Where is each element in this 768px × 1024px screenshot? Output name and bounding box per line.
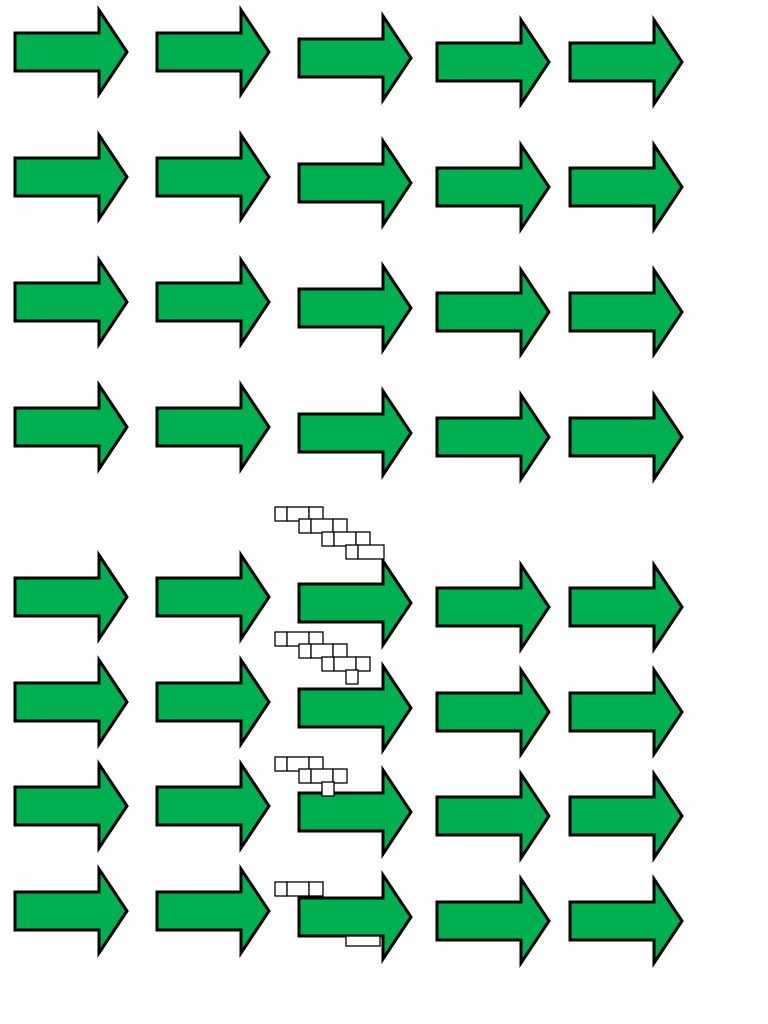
arrow-right-r5-c1	[13, 550, 129, 644]
arrow-right-r1-c4	[435, 15, 551, 109]
outlined-block	[355, 531, 371, 547]
outlined-block	[274, 881, 288, 897]
outlined-block	[274, 756, 288, 772]
outlined-block	[286, 881, 310, 897]
arrow-right-r5-c5	[568, 560, 684, 654]
arrow-right-r1-c1	[13, 5, 129, 99]
arrow-right-r8-c3	[297, 870, 413, 964]
block-staircase-row6	[274, 631, 371, 685]
outlined-block	[310, 768, 334, 784]
outlined-block	[333, 531, 357, 547]
arrow-right-r4-c3	[297, 386, 413, 480]
outlined-block	[274, 506, 288, 522]
arrow-right-r5-c3	[297, 556, 413, 650]
arrow-right-r7-c5	[568, 769, 684, 863]
arrow-right-r5-c4	[435, 560, 551, 654]
outlined-block	[298, 518, 312, 534]
outlined-block	[308, 881, 324, 897]
arrow-right-r4-c1	[13, 380, 129, 474]
arrow-right-r2-c1	[13, 130, 129, 224]
outlined-block	[345, 935, 381, 947]
arrow-right-r7-c1	[13, 759, 129, 853]
arrow-right-r7-c3	[297, 765, 413, 859]
arrow-right-r8-c2	[155, 864, 271, 958]
outlined-block	[298, 643, 312, 659]
arrow-right-r8-c4	[435, 874, 551, 968]
arrow-right-r2-c2	[155, 130, 271, 224]
arrow-right-r6-c4	[435, 665, 551, 759]
arrow-right-r2-c4	[435, 140, 551, 234]
arrow-right-r3-c4	[435, 265, 551, 359]
outlined-block	[321, 781, 335, 797]
arrow-right-r7-c2	[155, 759, 271, 853]
arrow-right-r3-c1	[13, 255, 129, 349]
outlined-block	[332, 518, 348, 534]
arrow-right-r7-c4	[435, 769, 551, 863]
arrow-right-r4-c5	[568, 390, 684, 484]
arrow-right-r8-c5	[568, 874, 684, 968]
outlined-block	[274, 631, 288, 647]
arrow-right-r4-c2	[155, 380, 271, 474]
arrow-right-r1-c3	[297, 11, 413, 105]
arrow-right-r2-c3	[297, 136, 413, 230]
arrow-right-r6-c1	[13, 655, 129, 749]
outlined-block	[332, 768, 348, 784]
arrow-right-r3-c5	[568, 265, 684, 359]
arrow-right-r3-c2	[155, 255, 271, 349]
arrow-right-r4-c4	[435, 390, 551, 484]
arrow-right-r6-c3	[297, 661, 413, 755]
outlined-block	[332, 643, 348, 659]
arrow-right-r2-c5	[568, 140, 684, 234]
arrow-right-r8-c1	[13, 864, 129, 958]
arrow-right-r1-c5	[568, 15, 684, 109]
outlined-block	[321, 656, 335, 672]
outlined-block	[355, 656, 371, 672]
arrow-right-r5-c2	[155, 550, 271, 644]
block-staircase-row7	[274, 756, 348, 797]
outlined-block	[357, 544, 385, 560]
arrow-right-r3-c3	[297, 261, 413, 355]
block-staircase-row8	[274, 881, 324, 897]
arrow-right-r1-c2	[155, 5, 271, 99]
outlined-block	[345, 544, 359, 560]
outlined-block	[333, 656, 357, 672]
arrow-right-r6-c5	[568, 665, 684, 759]
outlined-block	[310, 518, 334, 534]
outlined-block	[321, 531, 335, 547]
outlined-block	[310, 643, 334, 659]
arrow-right-r6-c2	[155, 655, 271, 749]
outlined-block	[298, 768, 312, 784]
outlined-block	[345, 669, 359, 685]
block-staircase-row5	[274, 506, 385, 560]
